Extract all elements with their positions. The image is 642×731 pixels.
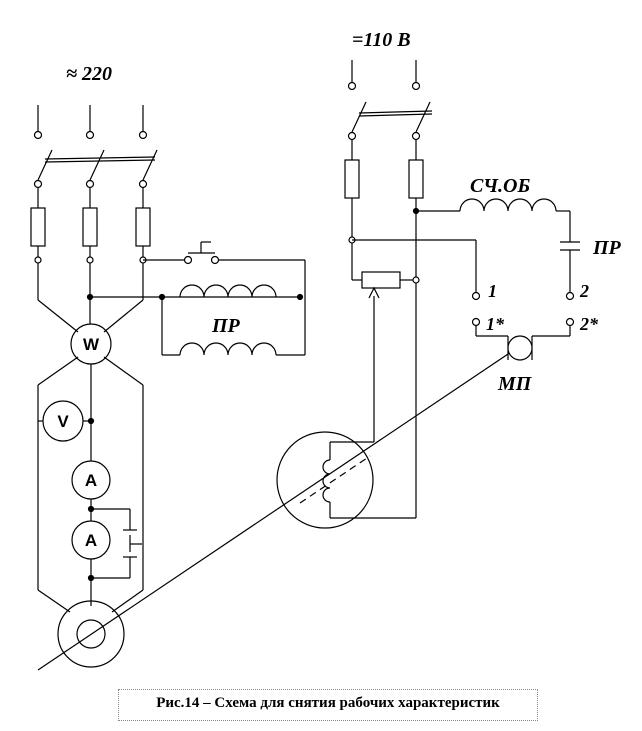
relay-coil-label: ПР bbox=[211, 315, 241, 337]
relay-coils bbox=[161, 284, 305, 356]
push-button bbox=[143, 241, 306, 355]
terminal-1s-label: 1* bbox=[486, 314, 505, 334]
series-field-winding bbox=[459, 198, 557, 212]
terminal-2s-label: 2* bbox=[579, 314, 599, 334]
ac-motor bbox=[57, 600, 125, 668]
ac-fuses bbox=[30, 188, 151, 264]
dc-switch bbox=[347, 60, 433, 141]
series-field-label: СЧ.ОБ bbox=[470, 175, 530, 197]
mp-generator bbox=[507, 335, 533, 361]
terminal-1-label: 1 bbox=[488, 281, 497, 301]
terminal-2-label: 2 bbox=[579, 281, 589, 301]
ac-supply-label: ≈ 220 bbox=[66, 63, 112, 85]
rheostat bbox=[352, 271, 420, 442]
relay-contact-label: ПР bbox=[592, 237, 622, 259]
wattmeter-label: W bbox=[83, 335, 100, 354]
shaft-line bbox=[37, 345, 521, 671]
dc-fuses bbox=[344, 140, 424, 518]
caption-bar: Рис.14 – Схема для снятия рабочих характ… bbox=[118, 689, 538, 721]
voltmeter-label: V bbox=[57, 412, 69, 431]
ammeter-1-label: A bbox=[85, 471, 97, 490]
dc-supply-label: =110 В bbox=[352, 29, 411, 51]
dc-machine bbox=[276, 431, 416, 529]
ammeter-2-label: A bbox=[85, 531, 97, 550]
figure-caption: Рис.14 – Схема для снятия рабочих характ… bbox=[156, 695, 500, 711]
mp-label: МП bbox=[497, 373, 533, 395]
ac-switch bbox=[33, 105, 158, 189]
